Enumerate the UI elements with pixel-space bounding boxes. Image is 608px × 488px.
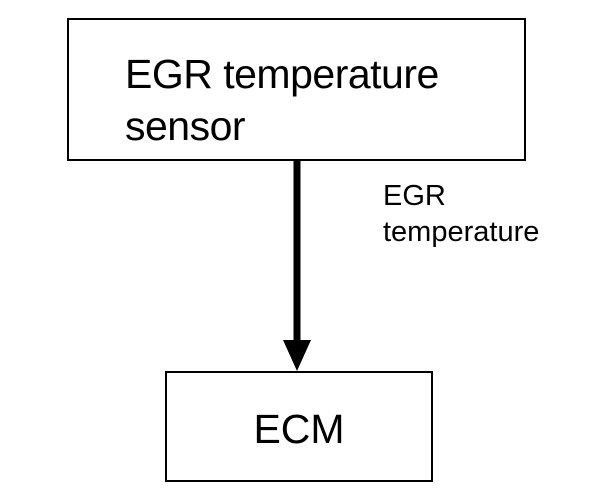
egr-temperature-signal-label: EGR temperature bbox=[383, 180, 540, 248]
egr-temperature-sensor-label: EGR temperature sensor bbox=[125, 51, 439, 149]
egr-temperature-sensor-box: EGR temperature sensor bbox=[67, 18, 526, 161]
arrow-head bbox=[283, 340, 311, 371]
ecm-box: ECM bbox=[165, 371, 433, 482]
ecm-label: ECM bbox=[253, 406, 345, 452]
